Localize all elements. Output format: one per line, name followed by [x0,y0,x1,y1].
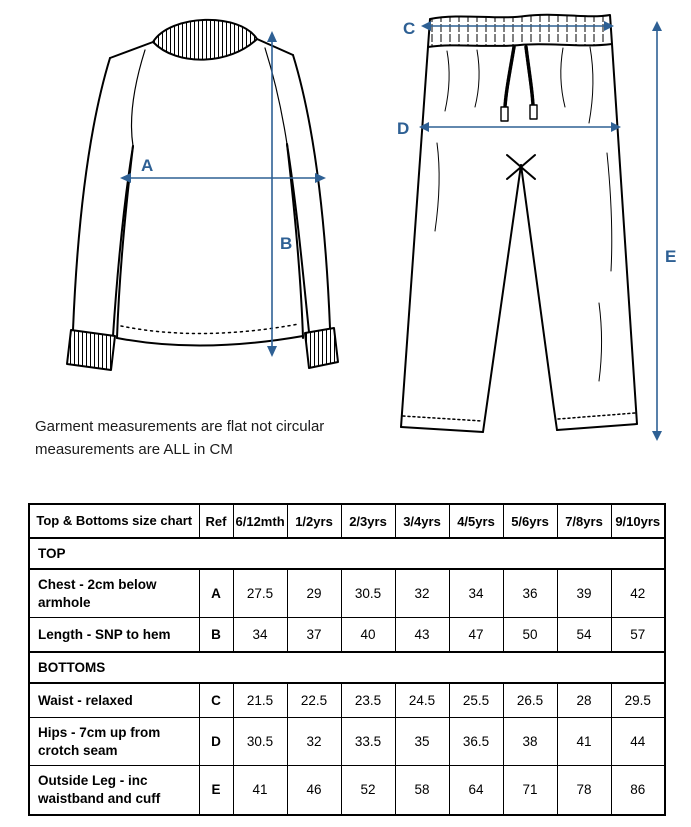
cell-value: 27.5 [232,568,288,619]
measurement-arrow-c [421,21,614,31]
cell-value: 34 [232,617,288,653]
col-header: 4/5yrs [448,503,504,540]
cell-value: 41 [232,765,288,816]
col-header: 2/3yrs [340,503,396,540]
cell-value: 42 [610,568,666,619]
cell-value: 54 [556,617,612,653]
col-header: 7/8yrs [556,503,612,540]
row-label: Chest - 2cm below armhole [28,568,200,619]
section-row-top: TOP [28,537,666,571]
cell-value: 30.5 [340,568,396,619]
cell-value: 34 [448,568,504,619]
measurement-arrow-b [267,31,277,357]
table-row-waist: Waist - relaxed C 21.5 22.5 23.5 24.5 25… [28,682,666,719]
measurement-label-c: C [403,19,415,38]
col-header: 1/2yrs [286,503,342,540]
table-title: Top & Bottoms size chart [28,503,200,540]
cell-value: 39 [556,568,612,619]
drawstring [503,45,516,109]
collar-rib [152,18,258,61]
cell-value: 22.5 [286,682,342,719]
measurement-note-line1: Garment measurements are flat not circul… [35,418,325,435]
waistband-rib [427,13,613,48]
measurement-arrow-d [419,122,621,132]
measurement-label-e: E [665,247,676,266]
row-ref: C [198,682,234,719]
cell-value: 71 [502,765,558,816]
drawstring [524,45,535,107]
cell-value: 40 [340,617,396,653]
row-label: Outside Leg - inc waistband and cuff [28,765,200,816]
cell-value: 36 [502,568,558,619]
cell-value: 29 [286,568,342,619]
measurement-note: Garment measurements are flat not circul… [35,416,324,461]
cell-value: 32 [286,717,342,767]
row-ref: A [198,568,234,619]
table-row-hips: Hips - 7cm up from crotch seam D 30.5 32… [28,717,666,767]
cell-value: 36.5 [448,717,504,767]
cell-value: 38 [502,717,558,767]
sweater-outline [66,18,339,371]
cell-value: 41 [556,717,612,767]
row-ref: D [198,717,234,767]
col-header: 5/6yrs [502,503,558,540]
col-header-ref: Ref [198,503,234,540]
row-label: Waist - relaxed [28,682,200,719]
cell-value: 58 [394,765,450,816]
cell-value: 32 [394,568,450,619]
cell-value: 28 [556,682,612,719]
cell-value: 24.5 [394,682,450,719]
col-header: 9/10yrs [610,503,666,540]
cell-value: 25.5 [448,682,504,719]
cell-value: 37 [286,617,342,653]
cell-value: 50 [502,617,558,653]
measurement-arrows-top: A B [120,31,326,357]
measurement-arrows-bottoms: C D E [397,19,676,441]
cell-value: 33.5 [340,717,396,767]
cell-value: 23.5 [340,682,396,719]
measurement-label-a: A [141,156,153,175]
section-header-bottoms: BOTTOMS [28,651,666,685]
cell-value: 52 [340,765,396,816]
cell-value: 26.5 [502,682,558,719]
section-row-bottoms: BOTTOMS [28,651,666,685]
cell-value: 43 [394,617,450,653]
table-row-outside-leg: Outside Leg - inc waistband and cuff E 4… [28,765,666,816]
cell-value: 57 [610,617,666,653]
header-row: Top & Bottoms size chart Ref 6/12mth 1/2… [28,503,666,540]
measurement-arrow-e [652,21,662,441]
cell-value: 78 [556,765,612,816]
table-row-chest: Chest - 2cm below armhole A 27.5 29 30.5… [28,568,666,619]
measurement-note-line2: measurements are ALL in CM [35,440,233,458]
bottoms-garment-diagram: C D E [397,13,676,441]
row-label: Hips - 7cm up from crotch seam [28,717,200,767]
cell-value: 86 [610,765,666,816]
col-header: 3/4yrs [394,503,450,540]
cell-value: 30.5 [232,717,288,767]
cell-value: 46 [286,765,342,816]
cell-value: 44 [610,717,666,767]
row-ref: B [198,617,234,653]
row-ref: E [198,765,234,816]
measurement-label-b: B [280,234,292,253]
size-chart-table: Top & Bottoms size chart Ref 6/12mth 1/2… [28,503,666,816]
cell-value: 47 [448,617,504,653]
cell-value: 21.5 [232,682,288,719]
col-header: 6/12mth [232,503,288,540]
right-cuff-rib [304,327,339,369]
row-label: Length - SNP to hem [28,617,200,653]
cell-value: 29.5 [610,682,666,719]
table-row-length: Length - SNP to hem B 34 37 40 43 47 50 … [28,617,666,653]
cell-value: 35 [394,717,450,767]
section-header-top: TOP [28,537,666,571]
measurement-label-d: D [397,119,409,138]
cell-value: 64 [448,765,504,816]
hem-stitch [120,323,300,335]
left-cuff-rib [66,329,116,371]
top-garment-diagram: A B [66,18,339,371]
measurement-arrow-a [120,173,326,183]
pants-outline [400,13,638,433]
